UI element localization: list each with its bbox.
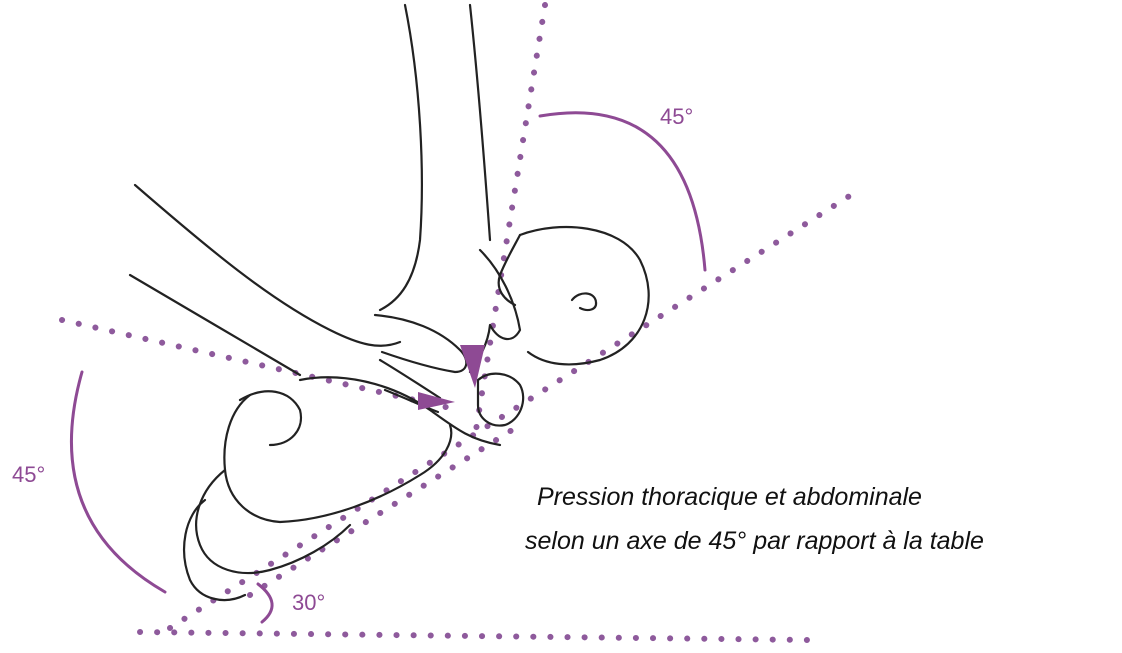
inclined-body-line bbox=[250, 425, 520, 595]
caption-line-2: selon un axe de 45° par rapport à la tab… bbox=[525, 527, 984, 555]
abdominal-pressure-arrow bbox=[460, 345, 485, 388]
table-angle-label: 30° bbox=[292, 590, 325, 615]
head-angle-arc bbox=[540, 113, 705, 270]
left-hand-outline bbox=[375, 315, 466, 372]
head-angle-label: 45° bbox=[660, 104, 693, 129]
table-line bbox=[140, 632, 808, 640]
caption-line-1: Pression thoracique et abdominale bbox=[537, 483, 922, 511]
left-angle-arc bbox=[71, 372, 165, 592]
pressure-arrows bbox=[418, 345, 485, 410]
table-angle-arc bbox=[258, 584, 272, 622]
baby-belly-outline bbox=[224, 395, 451, 522]
upper-arm-outline-inner bbox=[130, 275, 300, 375]
baby-torso-outline bbox=[300, 377, 500, 445]
baby-foot-outline bbox=[240, 391, 301, 445]
baby-head-outline bbox=[520, 227, 649, 364]
forearm-outline-right bbox=[470, 5, 490, 240]
baby-leg-outline-lower bbox=[184, 500, 245, 600]
horizontal-pressure-line bbox=[62, 320, 450, 408]
forearm-outline bbox=[380, 5, 422, 310]
left-angle-label: 45° bbox=[12, 462, 45, 487]
baby-ear bbox=[572, 293, 596, 310]
diagonal-45-line bbox=[170, 188, 862, 628]
upper-arm-outline bbox=[135, 185, 400, 346]
vertical-axis-line bbox=[476, 5, 545, 430]
adult-arms-drawing bbox=[130, 5, 520, 412]
